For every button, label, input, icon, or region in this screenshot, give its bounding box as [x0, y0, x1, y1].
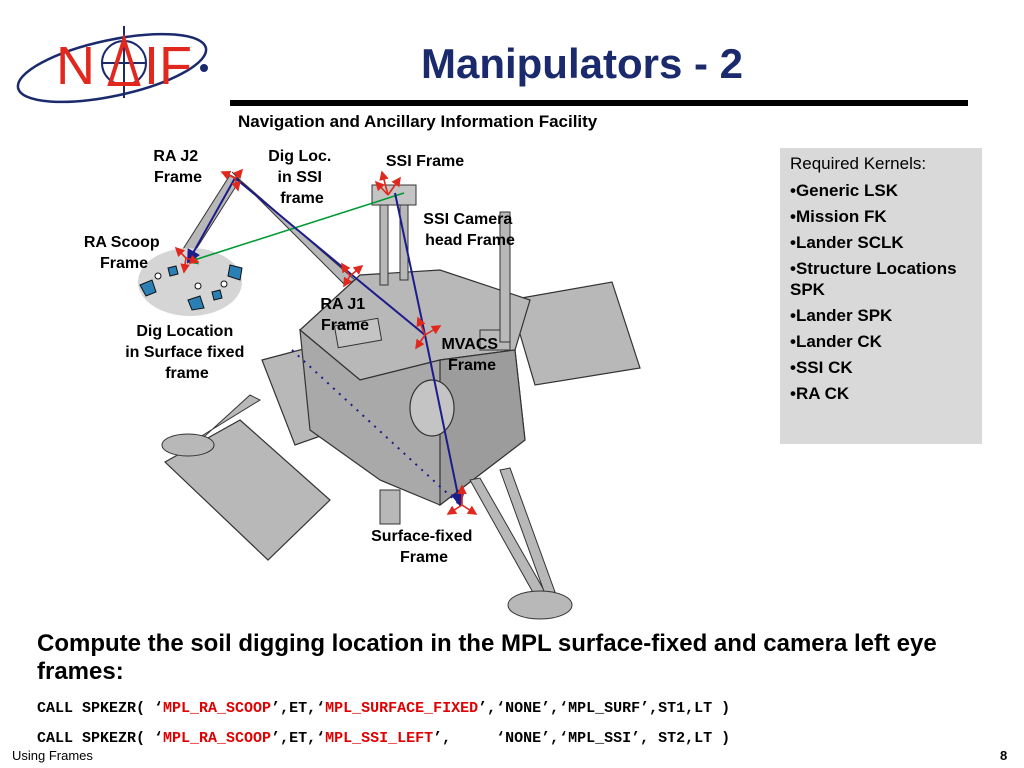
required-kernels-box: Required Kernels: •Generic LSK •Mission … [780, 148, 982, 444]
kernel-item: •RA CK [790, 383, 972, 404]
label-ssi-frame: SSI Frame [386, 153, 464, 170]
kernel-item: •Lander CK [790, 331, 972, 352]
code-suffix: ’, ‘NONE’,‘MPL_SSI’, ST2,LT ) [433, 730, 730, 747]
code-line-1: CALL SPKEZR( ‘MPL_RA_SCOOP’,ET,‘MPL_SURF… [37, 700, 730, 717]
label-dig-loc-ssi: Dig Loc. in SSI frame [268, 148, 336, 207]
code-frame: MPL_SURFACE_FIXED [325, 700, 478, 717]
label-ra-j2: RA J2 Frame [153, 148, 202, 186]
kernel-item: •SSI CK [790, 357, 972, 378]
ssi-mast-right [400, 205, 408, 280]
lander-footpad-front [508, 591, 572, 619]
page-number: 8 [1000, 748, 1007, 763]
kernel-item: •Generic LSK [790, 180, 972, 201]
footer-label: Using Frames [12, 748, 93, 763]
kernel-item: •Lander SCLK [790, 232, 972, 253]
kernel-item: •Structure Locations SPK [790, 258, 972, 300]
label-surface-fixed: Surface-fixed Frame [371, 528, 477, 566]
code-suffix: ’,‘NONE’,‘MPL_SURF’,ST1,LT ) [478, 700, 730, 717]
code-target: MPL_RA_SCOOP [163, 730, 271, 747]
kernel-item: •Lander SPK [790, 305, 972, 326]
code-line-2: CALL SPKEZR( ‘MPL_RA_SCOOP’,ET,‘MPL_SSI_… [37, 730, 730, 747]
code-frame: MPL_SSI_LEFT [325, 730, 433, 747]
lander-footpad-left [162, 434, 214, 456]
caption: Compute the soil digging location in the… [37, 630, 997, 686]
code-prefix: CALL SPKEZR( ‘ [37, 730, 163, 747]
kernel-item: •Mission FK [790, 206, 972, 227]
ssi-mast-left [380, 205, 388, 285]
mvacs-dish [410, 380, 454, 436]
code-prefix: CALL SPKEZR( ‘ [37, 700, 163, 717]
surface-fixed-mount [380, 490, 400, 524]
code-mid: ’,ET,‘ [271, 730, 325, 747]
solar-panel-right [510, 282, 640, 385]
code-target: MPL_RA_SCOOP [163, 700, 271, 717]
kernels-heading: Required Kernels: [790, 154, 972, 174]
ssi-camera-head [372, 185, 416, 205]
label-dig-location-surface: Dig Location in Surface fixed frame [125, 323, 249, 382]
code-mid: ’,ET,‘ [271, 700, 325, 717]
